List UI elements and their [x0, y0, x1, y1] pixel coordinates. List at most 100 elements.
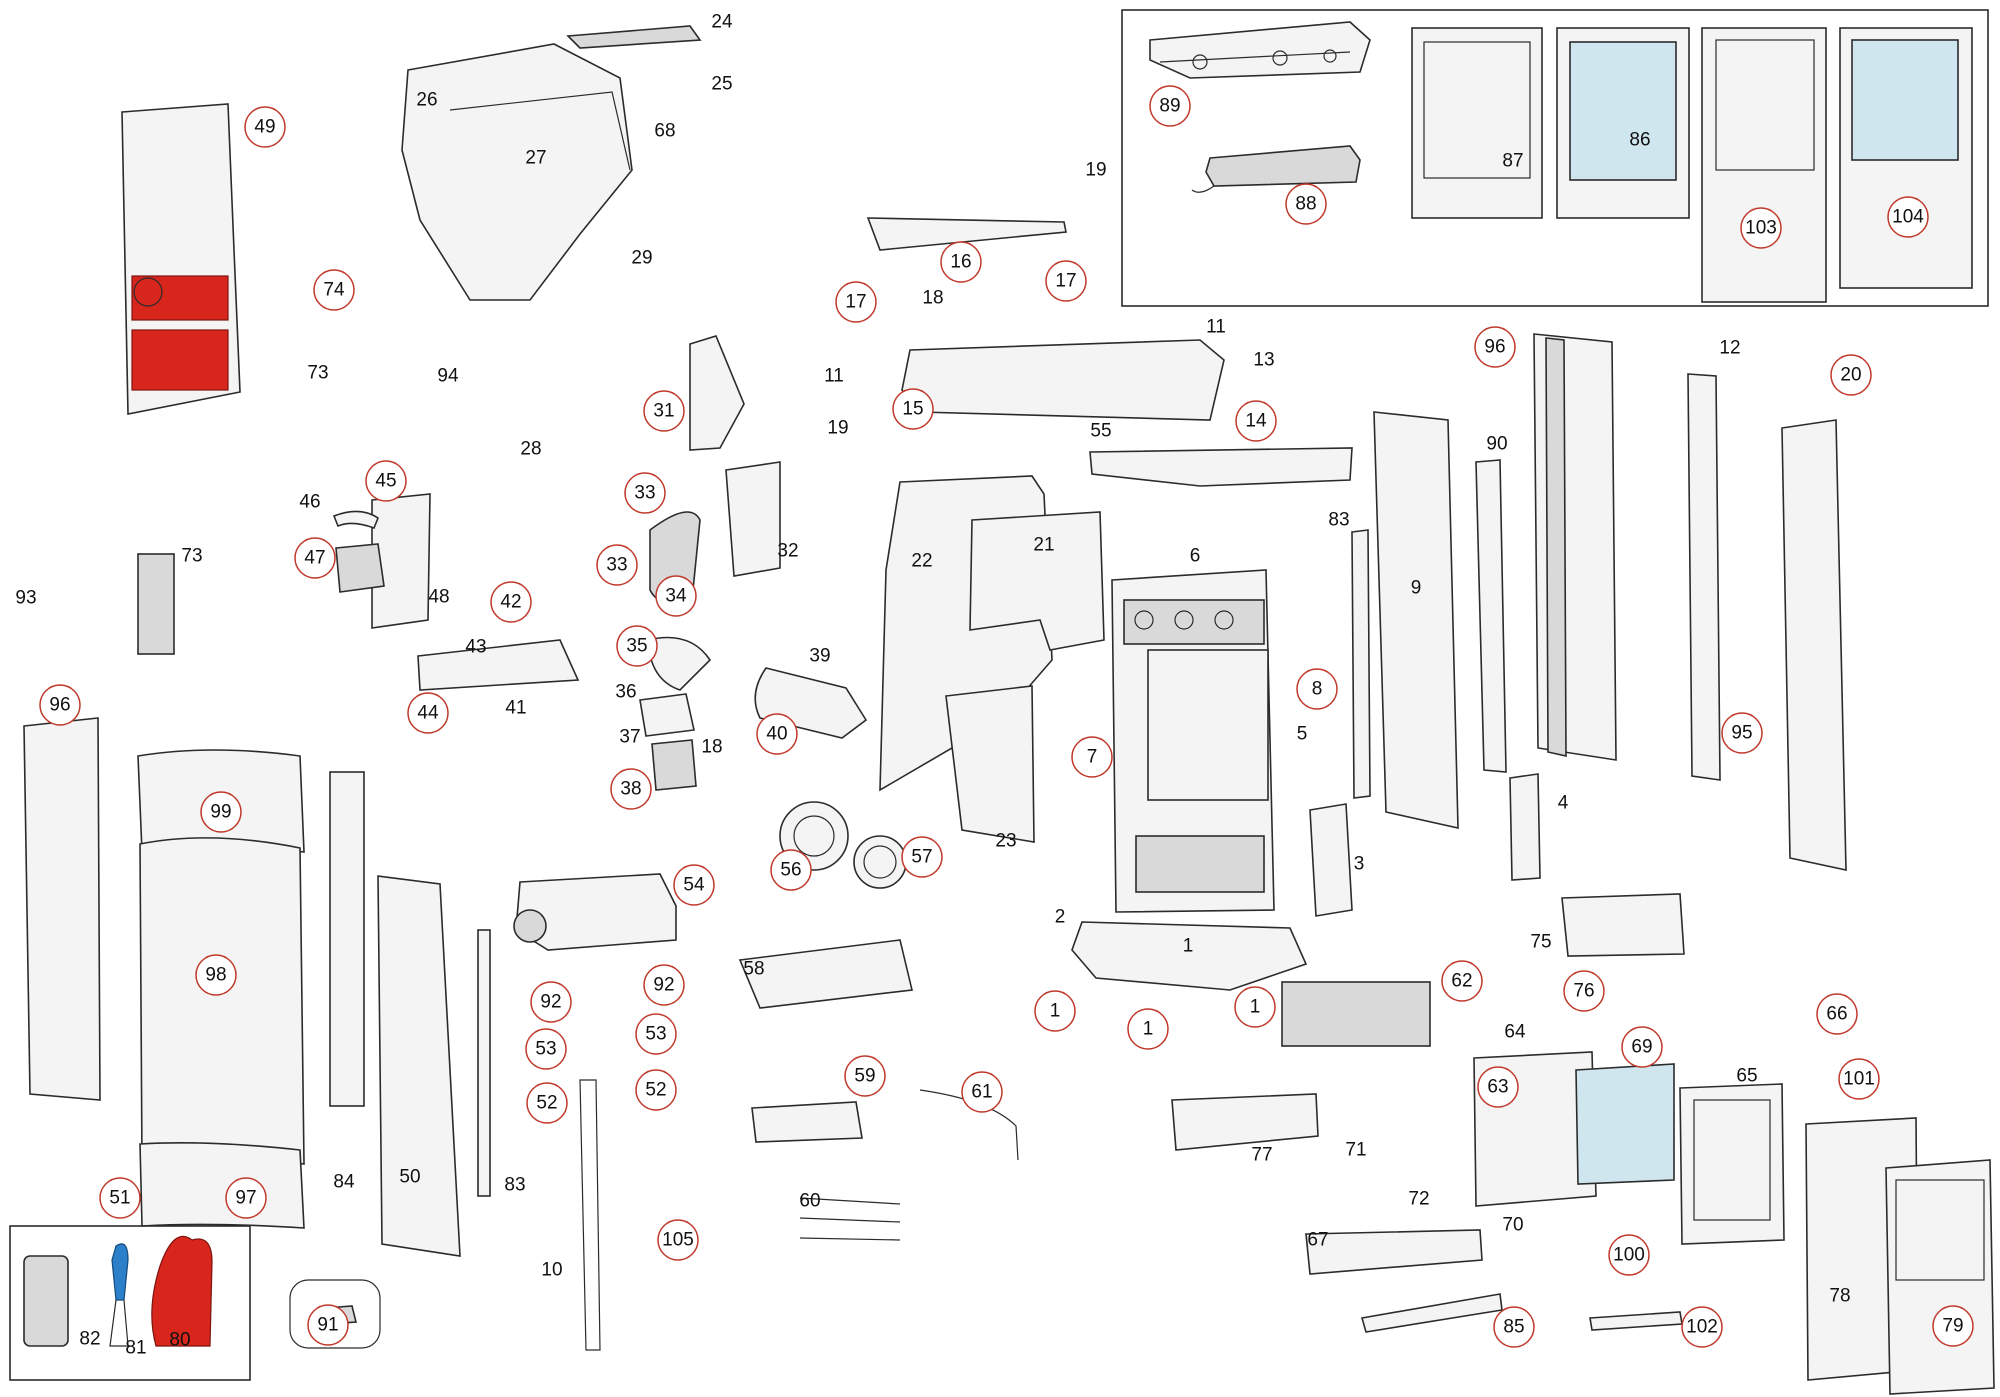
callout-label: 57: [911, 847, 932, 868]
callout-circle: [313, 269, 355, 311]
callout-label: 12: [1719, 338, 1740, 359]
callout-p78: 78: [1829, 1286, 1850, 1307]
callout-p39: 39: [809, 646, 830, 667]
callout-p17a: 17: [835, 281, 877, 323]
callout-label: 56: [780, 860, 801, 881]
callout-circle: [624, 472, 666, 514]
callout-label: 18: [922, 288, 943, 309]
callout-p63: 63: [1477, 1066, 1519, 1108]
callout-p48: 48: [428, 587, 449, 608]
callout-label: 41: [505, 698, 526, 719]
callout-p87: 87: [1502, 151, 1523, 172]
callout-label: 62: [1451, 971, 1472, 992]
callout-circle: [643, 964, 685, 1006]
callout-label: 11: [1206, 317, 1226, 338]
callout-circle: [39, 684, 81, 726]
callout-p41: 41: [505, 698, 526, 719]
callout-p11b: 11: [1206, 317, 1226, 338]
callout-label: 82: [79, 1329, 100, 1350]
callout-circle: [1296, 668, 1338, 710]
callout-label: 36: [615, 682, 636, 703]
callout-circle: [596, 544, 638, 586]
callout-label: 1: [1250, 997, 1261, 1018]
callout-p16: 16: [940, 241, 982, 283]
callout-label: 72: [1408, 1189, 1429, 1210]
callout-p40: 40: [756, 713, 798, 755]
callout-p18b: 18: [922, 288, 943, 309]
callout-label: 19: [1085, 160, 1106, 181]
callout-label: 105: [662, 1230, 694, 1251]
callout-p83b: 83: [1328, 510, 1349, 531]
callout-label: 27: [525, 148, 546, 169]
callout-p58: 58: [743, 959, 764, 980]
callout-label: 66: [1826, 1004, 1847, 1025]
callout-p73b: 73: [181, 546, 202, 567]
callout-circle: [1285, 183, 1327, 225]
callout-p93: 93: [15, 588, 36, 609]
callout-label: 1: [1183, 936, 1194, 957]
callout-p46: 46: [299, 492, 320, 513]
callout-p50: 50: [399, 1167, 420, 1188]
callout-label: 59: [854, 1066, 875, 1087]
callout-label: 9: [1411, 578, 1422, 599]
callout-label: 74: [323, 280, 345, 301]
callout-p94: 94: [437, 366, 459, 387]
callout-p86: 86: [1629, 130, 1650, 151]
callout-p21: 21: [1033, 535, 1054, 556]
callout-p54: 54: [673, 864, 715, 906]
callout-label: 52: [645, 1080, 666, 1101]
callout-label: 5: [1297, 724, 1308, 745]
callout-p28: 28: [520, 439, 541, 460]
callout-p7: 7: [1071, 736, 1113, 778]
callout-p74: 74: [313, 269, 355, 311]
callout-label: 101: [1843, 1069, 1875, 1090]
callout-p15: 15: [892, 388, 934, 430]
callout-label: 68: [654, 121, 675, 142]
callout-label: 50: [399, 1167, 420, 1188]
callout-p77: 77: [1251, 1145, 1272, 1166]
callout-label: 54: [683, 875, 705, 896]
callout-circle: [1234, 986, 1276, 1028]
callout-circle: [901, 836, 943, 878]
callout-label: 104: [1892, 207, 1924, 228]
callout-label: 10: [541, 1260, 562, 1281]
front-panel: [137, 749, 365, 1229]
callout-label: 77: [1251, 1145, 1272, 1166]
callout-label: 84: [333, 1172, 355, 1193]
callout-label: 35: [626, 636, 647, 657]
callout-circle: [1034, 990, 1076, 1032]
callout-p95: 95: [1721, 712, 1763, 754]
callout-label: 64: [1504, 1022, 1526, 1043]
motor-housing: [513, 873, 677, 951]
callout-label: 69: [1631, 1037, 1652, 1058]
callout-circle: [961, 1071, 1003, 1113]
callout-circle: [1563, 970, 1605, 1012]
callout-p35: 35: [616, 625, 658, 667]
callout-label: 96: [49, 695, 70, 716]
callout-circle: [1721, 712, 1763, 754]
callout-label: 26: [416, 90, 437, 111]
callout-p80: 80: [169, 1330, 190, 1351]
top-plate: [866, 217, 1353, 487]
callout-p19a: 19: [1085, 160, 1106, 181]
callout-label: 1: [1143, 1019, 1154, 1040]
callout-label: 70: [1502, 1215, 1523, 1236]
callout-circle: [635, 1013, 677, 1055]
callout-label: 102: [1686, 1317, 1718, 1338]
callout-circle: [1071, 736, 1113, 778]
callout-p13: 13: [1253, 350, 1274, 371]
callout-circle: [657, 1219, 699, 1261]
callout-label: 51: [109, 1188, 130, 1209]
callout-label: 13: [1253, 350, 1274, 371]
callout-p53a: 53: [525, 1028, 567, 1070]
callout-p37: 37: [619, 727, 640, 748]
callout-label: 19: [827, 418, 848, 439]
callout-label: 17: [1055, 271, 1076, 292]
callout-label: 33: [606, 555, 627, 576]
callout-p33a: 33: [624, 472, 666, 514]
callout-label: 60: [799, 1191, 820, 1212]
callout-p69: 69: [1621, 1026, 1663, 1068]
callout-p103: 103: [1740, 207, 1782, 249]
callout-circle: [294, 537, 336, 579]
callout-label: 38: [620, 779, 641, 800]
